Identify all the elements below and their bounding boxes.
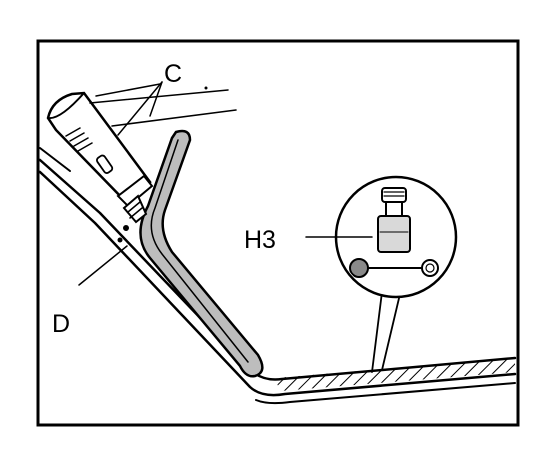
detail-view-h3 bbox=[334, 175, 458, 373]
sealant-tube bbox=[139, 129, 264, 378]
label-h3: H3 bbox=[244, 226, 276, 254]
sealant-gun bbox=[46, 91, 154, 243]
label-c: C bbox=[164, 60, 182, 88]
leader-d bbox=[78, 245, 128, 286]
leader-c bbox=[117, 81, 163, 136]
motion-lines bbox=[89, 83, 237, 127]
label-d: D bbox=[52, 310, 70, 338]
